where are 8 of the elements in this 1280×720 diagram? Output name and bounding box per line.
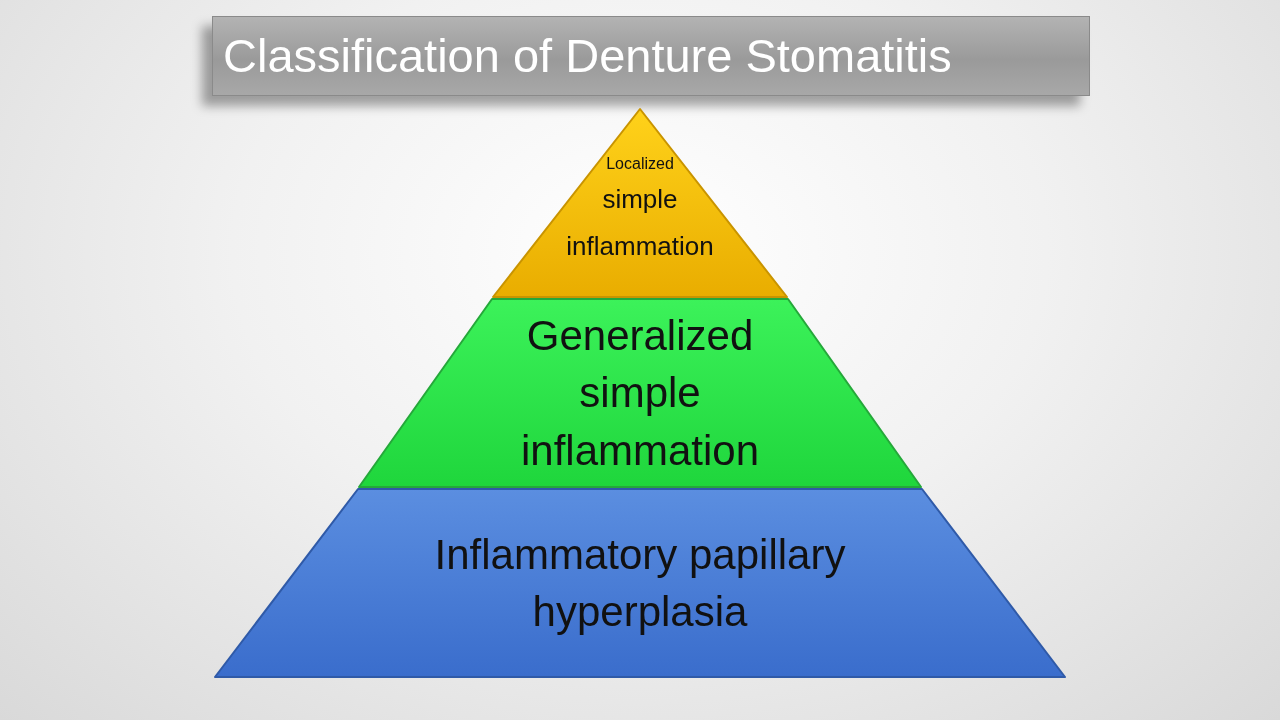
tier-label: simple inflammation [565, 182, 715, 263]
title-banner: Classification of Denture Stomatitis [212, 16, 1090, 96]
tier-label: Inflammatory papillary hyperplasia [433, 529, 847, 637]
pyramid-tier [492, 108, 788, 298]
pyramid-tier [214, 488, 1066, 678]
tier-label: Generalized simple inflammation [519, 311, 761, 476]
tier-label: Localized [606, 153, 674, 174]
pyramid-tier [358, 298, 922, 488]
